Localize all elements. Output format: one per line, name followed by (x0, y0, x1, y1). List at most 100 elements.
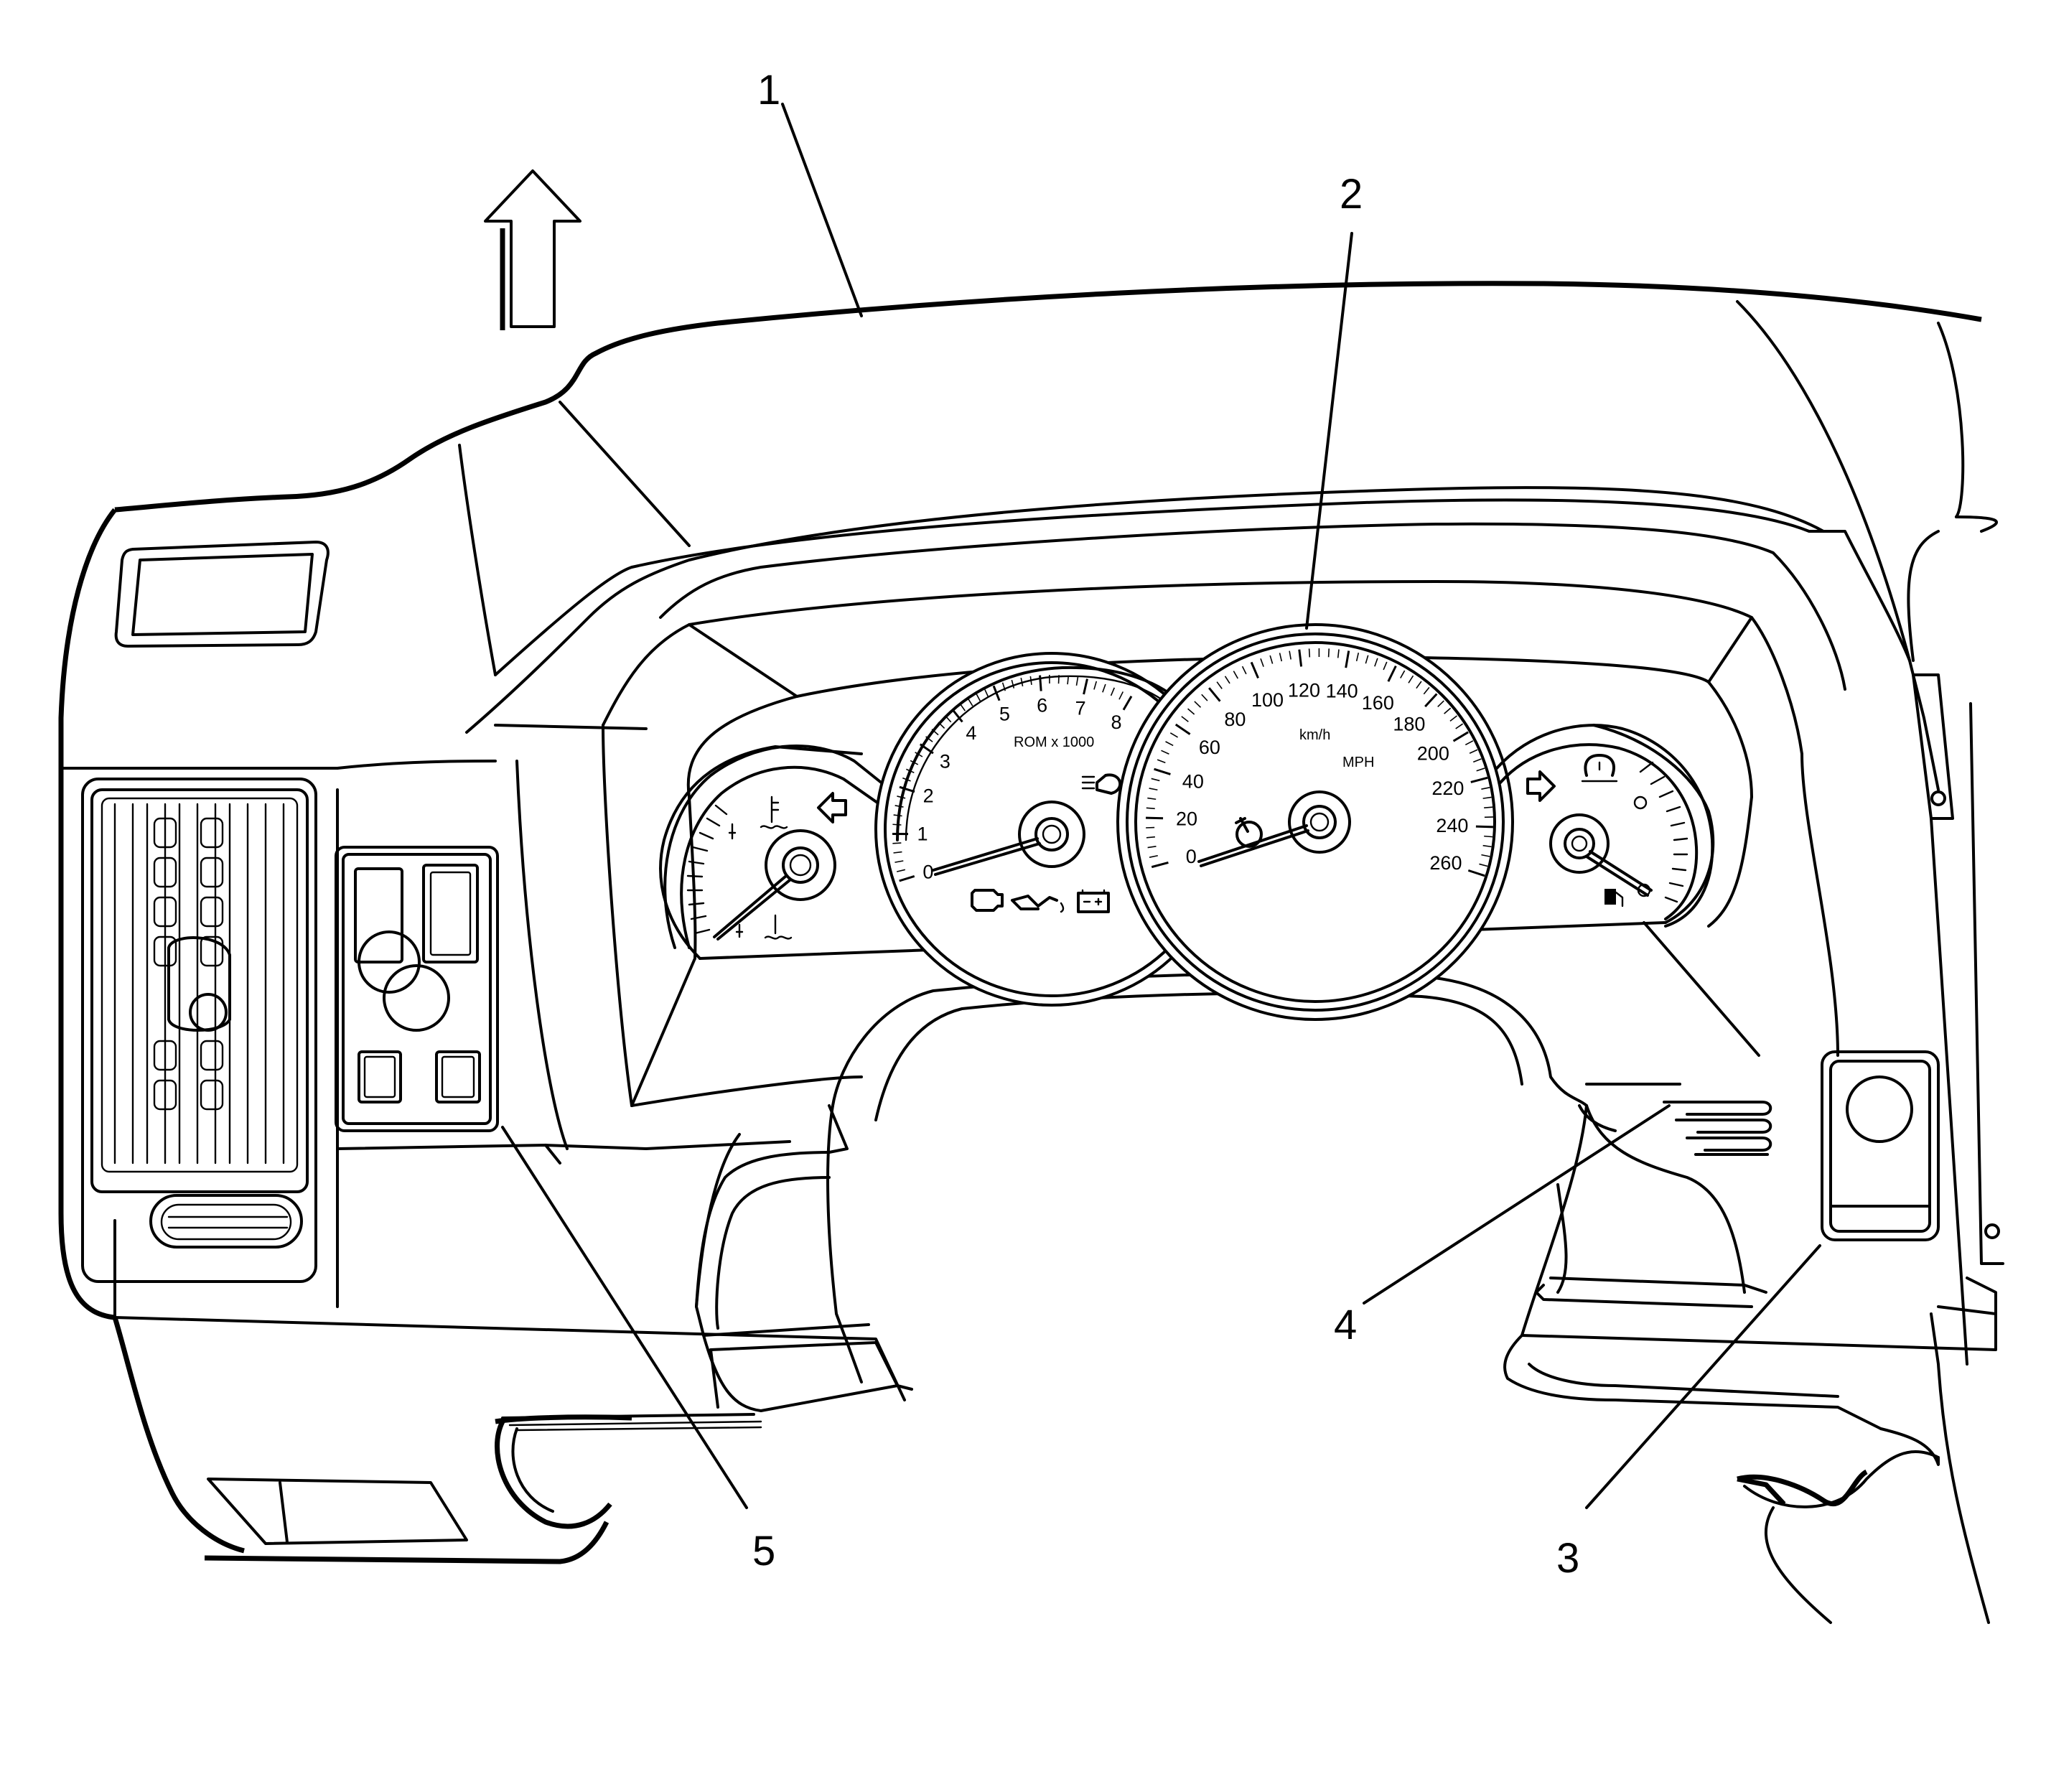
major-tick (1151, 861, 1169, 869)
minor-tick (1484, 835, 1493, 838)
callout-5: 5 (752, 1528, 775, 1574)
oil-pressure-icon (1011, 895, 1065, 913)
tick-label: 100 (1251, 689, 1284, 711)
tick-label: 160 (1362, 692, 1394, 714)
minor-tick (1289, 650, 1291, 660)
callout-1: 1 (757, 67, 780, 113)
tick-label: 7 (1075, 698, 1086, 719)
leader-3 (1585, 1244, 1821, 1509)
minor-tick (1408, 675, 1414, 683)
tick-label: 1 (917, 823, 928, 845)
minor-tick (925, 736, 933, 742)
major-tick (1467, 869, 1485, 877)
minor-tick (897, 795, 906, 799)
tick-label: 80 (1224, 709, 1246, 730)
leader-1 (781, 103, 863, 317)
speedometer-mph-label: MPH (1342, 755, 1374, 770)
tick-label: 180 (1393, 714, 1425, 735)
minor-tick (1233, 671, 1238, 679)
tick-label: 0 (1186, 846, 1197, 867)
tick-label: 0 (922, 862, 933, 883)
cluster-hood (60, 486, 1911, 1430)
minor-tick (893, 814, 902, 817)
minor-tick (1465, 740, 1474, 746)
major-tick (919, 743, 934, 755)
tick-label: 220 (1431, 778, 1464, 799)
minor-tick (894, 860, 904, 863)
minor-tick (1224, 676, 1230, 684)
cruise-control-icon (1235, 817, 1263, 848)
minor-tick (1020, 677, 1024, 687)
tick-label: 20 (1176, 808, 1197, 830)
minor-tick (893, 851, 902, 854)
minor-tick (945, 715, 952, 723)
leader-2 (1305, 232, 1353, 630)
minor-tick (1216, 681, 1223, 689)
tick-label: 260 (1429, 852, 1462, 874)
minor-tick (1481, 854, 1490, 857)
major-tick (1250, 661, 1259, 679)
minor-tick (967, 698, 973, 706)
major-tick (1154, 767, 1171, 775)
minor-tick (1484, 806, 1493, 808)
minor-tick (1416, 681, 1422, 689)
minor-tick (1075, 676, 1079, 686)
turn-right-icon (1526, 770, 1556, 802)
minor-tick (938, 722, 945, 729)
minor-tick (1110, 687, 1116, 696)
minor-tick (1181, 716, 1189, 722)
minor-tick (1455, 723, 1464, 729)
major-tick (1345, 650, 1350, 668)
minor-tick (897, 869, 906, 872)
callout-labels: 1 2 3 4 5 (752, 67, 1579, 1582)
minor-tick (1241, 666, 1247, 675)
minor-tick (1481, 787, 1490, 790)
minor-tick (1147, 797, 1157, 801)
tick-label: 4 (966, 722, 976, 744)
minor-tick (1337, 649, 1340, 658)
minor-tick (1102, 683, 1106, 693)
tick-label: 5 (999, 703, 1010, 724)
major-tick (1122, 695, 1133, 711)
up-arrow-icon (484, 169, 581, 330)
minor-tick (1201, 694, 1208, 701)
major-tick (1174, 723, 1191, 735)
minor-tick (1365, 655, 1369, 664)
minor-tick (976, 694, 981, 702)
minor-tick (915, 752, 923, 757)
minor-tick (1327, 648, 1330, 658)
minor-tick (1118, 691, 1124, 700)
leader-4 (1363, 1104, 1671, 1305)
minor-tick (1269, 655, 1274, 664)
minor-tick (1001, 682, 1006, 691)
minor-tick (1444, 707, 1452, 714)
major-tick (1298, 649, 1303, 667)
minor-tick (1279, 653, 1283, 662)
tachometer-unit-label: ROM x 1000 (1014, 734, 1094, 750)
headlamp-switch[interactable] (335, 846, 499, 1132)
minor-tick (1423, 686, 1430, 695)
minor-tick (959, 703, 966, 711)
minor-tick (892, 842, 902, 844)
speedometer-tick-marks (1146, 648, 1493, 877)
minor-tick (984, 689, 989, 698)
major-tick (899, 875, 915, 882)
tachometer-tick-marks (892, 675, 1133, 882)
minor-tick (1057, 675, 1060, 684)
major-tick (1208, 687, 1221, 702)
minor-tick (1194, 701, 1202, 708)
fuel-pump-icon (1604, 889, 1624, 907)
minor-tick (1147, 845, 1157, 849)
right-switch-assembly[interactable] (1821, 1050, 1940, 1241)
major-tick (951, 709, 963, 723)
callout-4: 4 (1334, 1302, 1357, 1348)
check-engine-icon (971, 889, 1004, 912)
tick-label: 2 (923, 785, 934, 807)
tick-label: 60 (1199, 737, 1220, 758)
right-vent-slats (1663, 1101, 1772, 1156)
major-tick (1470, 776, 1488, 783)
major-tick (1387, 665, 1397, 682)
minor-tick (1187, 708, 1195, 715)
